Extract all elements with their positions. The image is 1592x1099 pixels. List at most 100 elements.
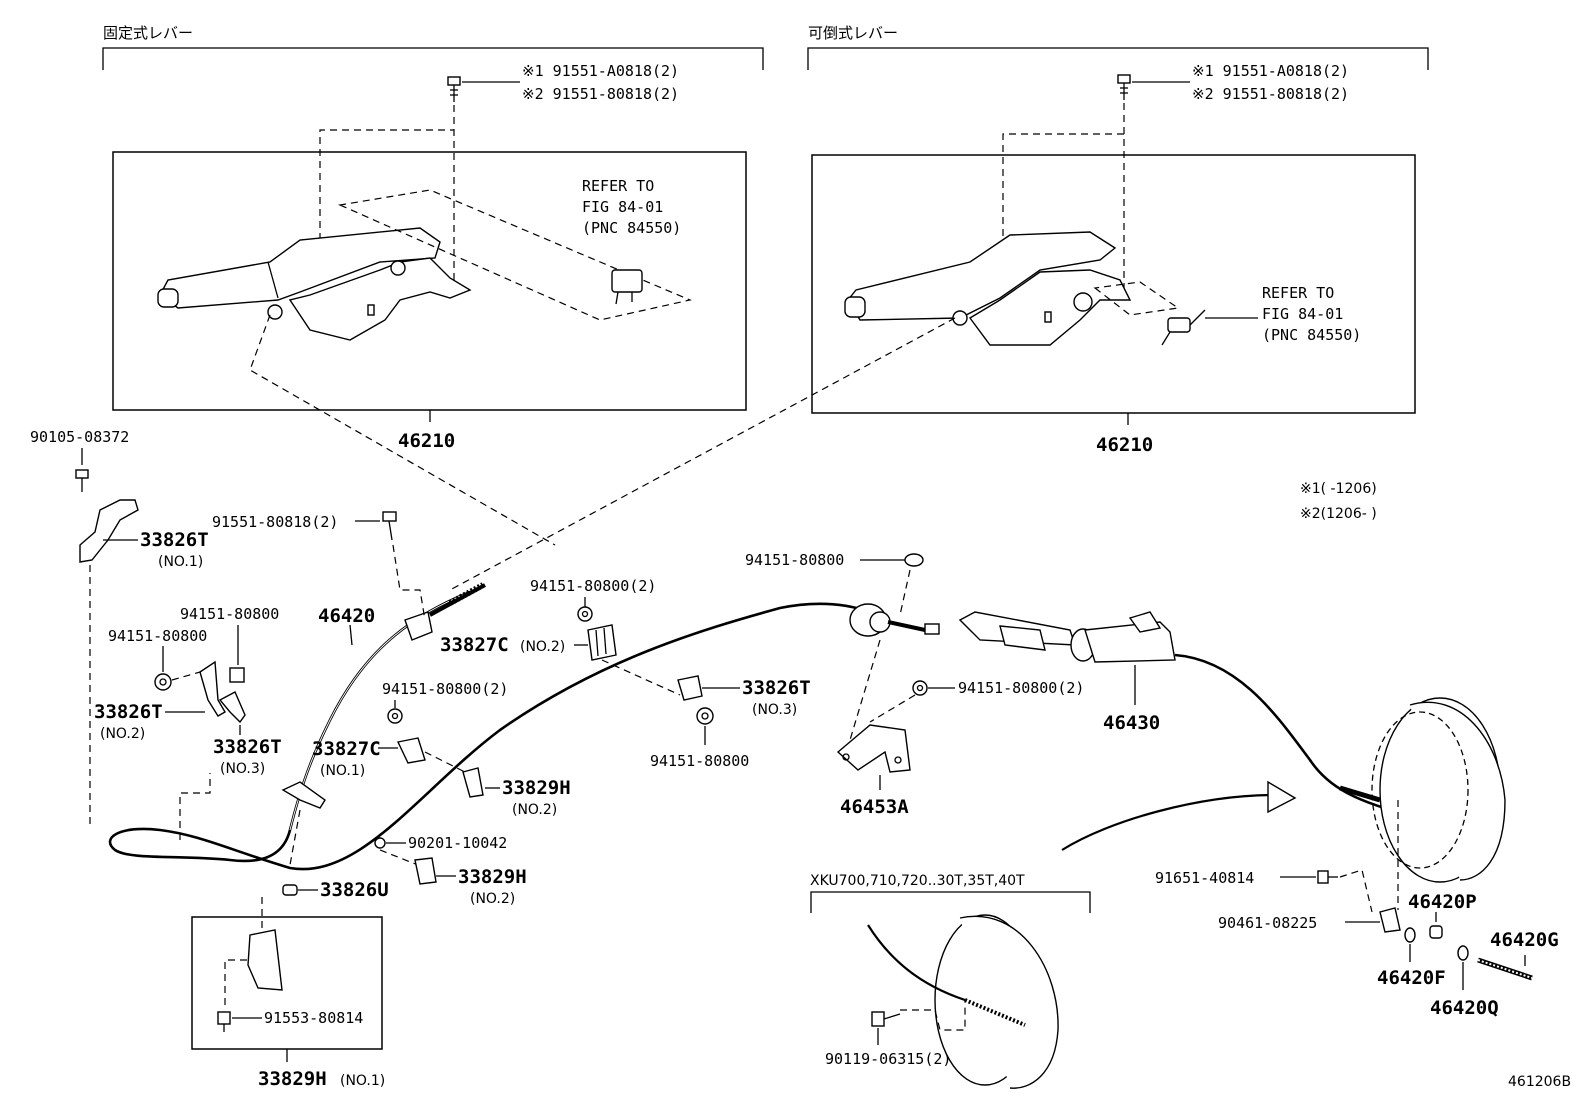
dashed-leader bbox=[319, 129, 454, 240]
dashed-leader bbox=[900, 1000, 966, 1031]
part-33826T-no1-sub: (NO.1) bbox=[158, 554, 203, 570]
arrow-curve bbox=[1061, 793, 1276, 851]
note2-right: ※2 91551-80818(2) bbox=[1192, 85, 1349, 103]
part-94151-80800-c: 94151-80800 bbox=[745, 551, 844, 569]
dashed-leader bbox=[869, 694, 916, 723]
small-cable bbox=[867, 924, 966, 1002]
dashed-leader bbox=[289, 809, 301, 866]
dashed-leader bbox=[1339, 869, 1373, 913]
bracket-tilt-lever bbox=[807, 47, 1429, 70]
part-90105-08372: 90105-08372 bbox=[30, 428, 129, 446]
cable-bracket-icon bbox=[404, 611, 433, 641]
legend-note2: ※2(1206- ) bbox=[1300, 506, 1377, 522]
washer-icon bbox=[1457, 945, 1469, 961]
dashed-leader bbox=[337, 189, 692, 321]
part-33829H-no2-b: 33829H bbox=[458, 866, 527, 888]
leader-line bbox=[349, 624, 353, 646]
dashed-leader bbox=[424, 751, 466, 773]
part-33826T-no3-b-sub: (NO.3) bbox=[752, 702, 797, 718]
inset-box-33829H-no1 bbox=[191, 916, 383, 1050]
bolt-icon bbox=[217, 1011, 231, 1032]
bolt-icon bbox=[1317, 870, 1338, 884]
lever-assembly-box-right bbox=[811, 154, 1416, 414]
part-33826U: 33826U bbox=[320, 879, 389, 901]
dashed-leader bbox=[249, 314, 556, 546]
legend-note1: ※1( -1206) bbox=[1300, 481, 1377, 497]
bolt-icon bbox=[1117, 74, 1131, 100]
part-91551-80818: 91551-80818(2) bbox=[212, 513, 338, 531]
clamp-33826T-no3-icon bbox=[218, 691, 246, 724]
cable-end-rod-icon bbox=[429, 582, 486, 617]
clip-33827C-no2-icon bbox=[587, 624, 617, 661]
dashed-leader bbox=[224, 959, 250, 1005]
switch-icon bbox=[1161, 309, 1206, 346]
part-46420G: 46420G bbox=[1490, 929, 1559, 951]
nut-icon bbox=[229, 667, 245, 683]
refer-right-line3: (PNC 84550) bbox=[1262, 326, 1361, 344]
dashed-leader bbox=[1093, 281, 1180, 316]
part-33829H-no2-a-sub: (NO.2) bbox=[512, 802, 557, 818]
clip-33829H-no1-icon bbox=[247, 929, 283, 991]
brake-drum-icon bbox=[1371, 697, 1506, 883]
dashed-leader bbox=[179, 773, 211, 840]
part-46453A: 46453A bbox=[840, 796, 909, 818]
part-90119-06315: 90119-06315(2) bbox=[825, 1050, 951, 1068]
part-33826T-no1: 33826T bbox=[140, 529, 209, 551]
part-33827C-no1-sub: (NO.1) bbox=[320, 763, 365, 779]
part-33826T-no3-a: 33826T bbox=[213, 736, 282, 758]
refer-left-line2: FIG 84-01 bbox=[582, 198, 663, 216]
clip-33829H-no2-icon bbox=[462, 767, 484, 798]
clip-33829H-no2-icon bbox=[414, 857, 437, 885]
part-33829H-no2-b-sub: (NO.2) bbox=[470, 891, 515, 907]
refer-right-line2: FIG 84-01 bbox=[1262, 305, 1343, 323]
dashed-leader bbox=[392, 544, 426, 621]
part-46210-right: 46210 bbox=[1096, 434, 1153, 456]
part-33827C-no1: 33827C bbox=[312, 738, 381, 760]
part-94151-80800-2a: 94151-80800(2) bbox=[530, 577, 656, 595]
part-94151-80800-d: 94151-80800 bbox=[650, 752, 749, 770]
lever-handle-left bbox=[157, 227, 472, 341]
spring-icon bbox=[1477, 957, 1533, 981]
refer-right-line1: REFER TO bbox=[1262, 284, 1334, 302]
part-91651-40814: 91651-40814 bbox=[1155, 869, 1254, 887]
spring-icon bbox=[964, 998, 1026, 1027]
figure-code: 461206B bbox=[1508, 1074, 1571, 1090]
arrow-head-icon bbox=[1267, 780, 1297, 814]
refer-left-line3: (PNC 84550) bbox=[582, 219, 681, 237]
nut-icon bbox=[387, 708, 403, 724]
bolt-icon bbox=[871, 1011, 901, 1027]
part-94151-80800-b: 94151-80800 bbox=[108, 627, 207, 645]
part-46420P: 46420P bbox=[1408, 891, 1477, 913]
dashed-leader bbox=[449, 317, 956, 591]
washer-icon bbox=[374, 837, 386, 849]
clamp-33826T-no2-icon bbox=[199, 660, 226, 717]
part-46420: 46420 bbox=[318, 605, 375, 627]
part-46210-left: 46210 bbox=[398, 430, 455, 452]
note1-left: ※1 91551-A0818(2) bbox=[522, 62, 679, 80]
part-33827C-no2-sub: (NO.2) bbox=[520, 639, 565, 655]
bolt-icon bbox=[75, 469, 89, 492]
nut-icon bbox=[577, 606, 593, 622]
part-94151-80800-2b: 94151-80800(2) bbox=[382, 680, 508, 698]
bracket-46453A-icon bbox=[836, 724, 911, 773]
part-33829H-no1-sub: (NO.1) bbox=[340, 1073, 385, 1089]
note2-left: ※2 91551-80818(2) bbox=[522, 85, 679, 103]
dashed-leader bbox=[849, 639, 881, 741]
clip-33827C-no1-icon bbox=[396, 737, 426, 764]
variant-label: XKU700,710,720..30T,35T,40T bbox=[810, 873, 1025, 889]
nut-icon bbox=[912, 680, 928, 696]
bolt-icon bbox=[382, 511, 397, 541]
bracket-icon bbox=[1379, 907, 1401, 933]
equalizer-icon bbox=[849, 603, 940, 637]
intermediate-lever-46430-icon bbox=[958, 611, 1176, 663]
nut-icon bbox=[154, 673, 172, 691]
clamp-33826U-bracket-icon bbox=[281, 781, 326, 809]
part-46420Q: 46420Q bbox=[1430, 997, 1499, 1019]
dashed-leader bbox=[171, 671, 201, 681]
grommet-icon bbox=[1429, 925, 1443, 939]
part-33827C-no2: 33827C bbox=[440, 634, 509, 656]
nut-icon bbox=[696, 707, 714, 725]
section-title-fixed-lever: 固定式レバー bbox=[103, 24, 193, 42]
dashed-leader bbox=[899, 569, 911, 616]
